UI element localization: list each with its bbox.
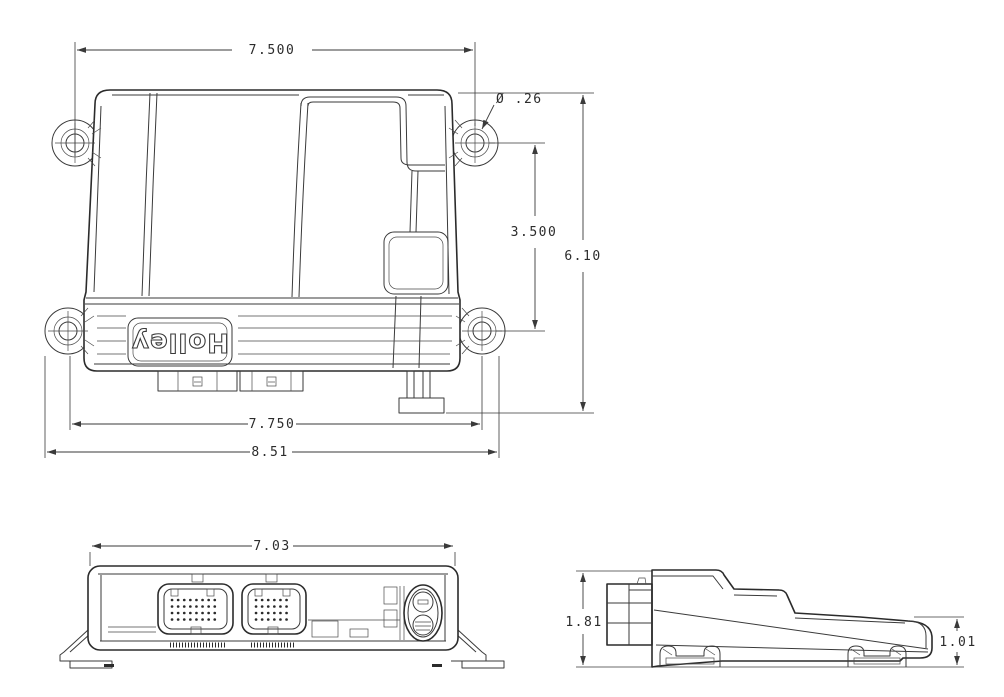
dimension-side-front-height-label: 1.81	[565, 615, 602, 630]
top-view-right-panel	[383, 231, 449, 369]
top-view-lower-ribs	[85, 297, 459, 365]
holley-badge: Holley	[127, 317, 233, 367]
side-view-inner-lines	[652, 575, 929, 653]
dimension-upper-hole-spacing: 7.500	[74, 42, 476, 156]
dimension-overall-width-label: 8.51	[251, 445, 288, 460]
top-view-bottom-plug	[398, 370, 445, 414]
dimension-side-rear-height-label: 1.01	[939, 635, 976, 650]
pin-connector-b	[241, 583, 307, 635]
dimension-hole-diameter: Ø .26	[481, 92, 543, 130]
oval-connector	[403, 584, 443, 642]
dimension-vertical-hole-spacing-label: 3.500	[511, 225, 558, 240]
dimension-overall-width: 8.51	[44, 356, 500, 460]
dimension-lower-hole-spacing: 7.750	[69, 356, 483, 432]
side-view-body-outline	[651, 569, 933, 668]
pin-connector-a	[157, 583, 234, 635]
top-view-connector-tabs	[157, 370, 304, 392]
side-view	[576, 569, 964, 668]
dimension-upper-hole-spacing-label: 7.500	[249, 43, 296, 58]
front-view	[59, 565, 505, 669]
top-view-left-taper-lines	[141, 92, 158, 297]
top-view-inner-edges	[93, 94, 450, 295]
front-view-right-arm	[432, 629, 505, 669]
dimension-side-front-height: 1.81	[565, 573, 602, 665]
top-view: Holley	[44, 89, 506, 414]
side-view-connector-block	[606, 577, 653, 646]
dimension-side-rear-height: 1.01	[939, 619, 976, 665]
dimension-front-width-label: 7.03	[253, 539, 290, 554]
dimension-overall-depth: 6.10	[446, 92, 601, 414]
dimension-lower-hole-spacing-label: 7.750	[249, 417, 296, 432]
front-view-body-outline	[87, 565, 459, 651]
side-view-left-foot	[659, 645, 721, 667]
dimension-overall-depth-label: 6.10	[564, 249, 601, 264]
side-view-right-foot	[847, 645, 907, 667]
dimension-hole-diameter-label: Ø .26	[496, 92, 543, 107]
top-view-center-band	[291, 96, 445, 298]
top-view-body-outline	[83, 89, 461, 372]
dimension-front-width: 7.03	[89, 539, 456, 566]
holley-logo-text: Holley	[131, 327, 229, 357]
front-view-left-arm	[59, 629, 114, 669]
dimension-vertical-hole-spacing: 3.500	[489, 142, 558, 332]
